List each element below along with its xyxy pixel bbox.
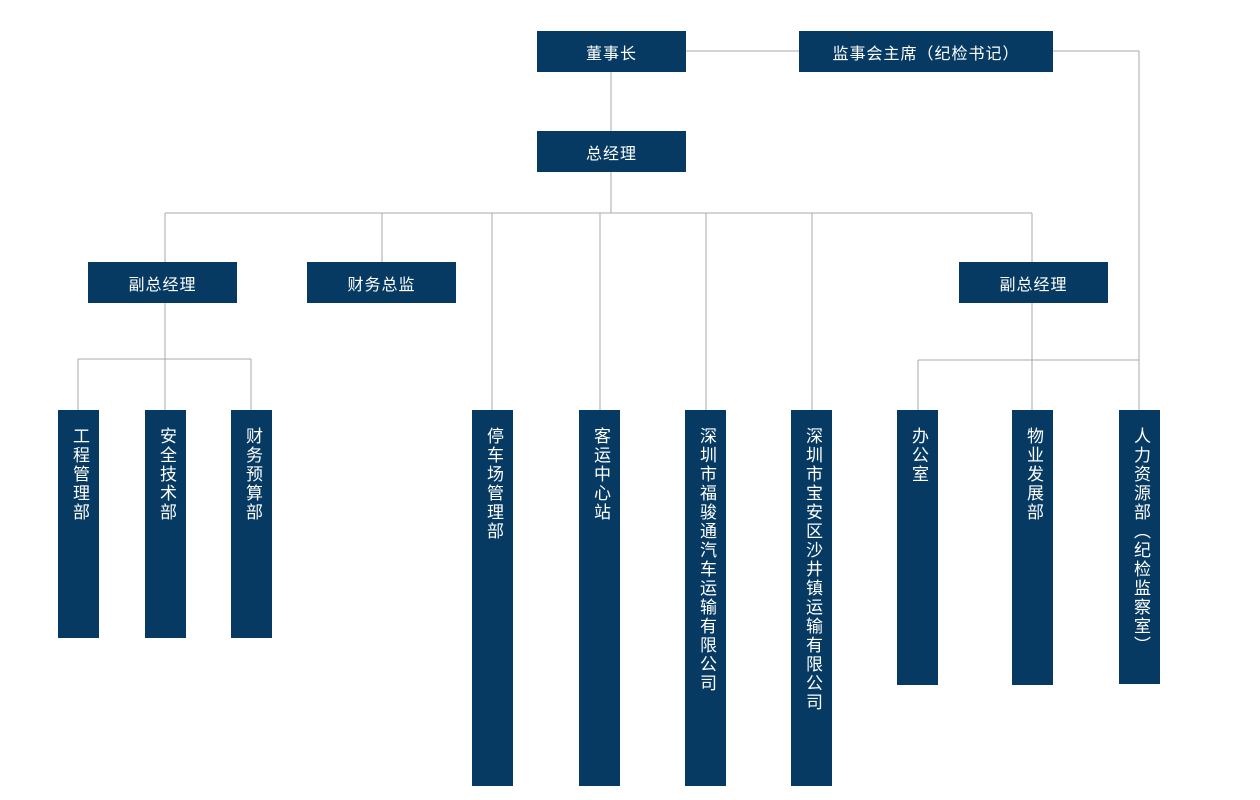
dept-hr-label: 人力资源部（纪检监察室）: [1130, 427, 1150, 655]
deputy-gm-left-box: 副总经理: [88, 262, 237, 303]
finance-director-label: 财务总监: [347, 274, 416, 294]
dept-engineering-label: 工程管理部: [69, 427, 89, 522]
general-manager-label: 总经理: [585, 143, 637, 163]
dept-shajing-company-label: 深圳市宝安区沙井镇运输有限公司: [802, 427, 822, 712]
deputy-gm-left-label: 副总经理: [128, 274, 197, 294]
chairman-label: 董事长: [585, 43, 637, 63]
finance-director-box: 财务总监: [307, 262, 456, 303]
supervisory-chair-box: 监事会主席（纪检书记）: [799, 31, 1053, 72]
dept-passenger-center-box: 客运中心站: [579, 410, 620, 786]
dept-fujun-company-box: 深圳市福骏通汽车运输有限公司: [685, 410, 726, 786]
chairman-box: 董事长: [537, 31, 686, 72]
dept-office-box: 办公室: [897, 410, 938, 685]
dept-fujun-company-label: 深圳市福骏通汽车运输有限公司: [696, 427, 716, 693]
dept-hr-box: 人力资源部（纪检监察室）: [1119, 410, 1160, 684]
deputy-gm-right-label: 副总经理: [999, 274, 1068, 294]
dept-property-label: 物业发展部: [1023, 427, 1043, 522]
dept-budget-label: 财务预算部: [242, 427, 262, 522]
supervisory-chair-label: 监事会主席（纪检书记）: [832, 43, 1020, 63]
dept-property-box: 物业发展部: [1012, 410, 1053, 685]
dept-shajing-company-box: 深圳市宝安区沙井镇运输有限公司: [791, 410, 832, 786]
dept-budget-box: 财务预算部: [231, 410, 272, 638]
dept-safety-box: 安全技术部: [145, 410, 186, 638]
dept-passenger-center-label: 客运中心站: [590, 427, 610, 522]
dept-office-label: 办公室: [908, 427, 928, 484]
dept-parking-label: 停车场管理部: [483, 427, 503, 541]
deputy-gm-right-box: 副总经理: [959, 262, 1108, 303]
general-manager-box: 总经理: [537, 131, 686, 172]
dept-engineering-box: 工程管理部: [58, 410, 99, 638]
dept-safety-label: 安全技术部: [156, 427, 176, 522]
dept-parking-box: 停车场管理部: [472, 410, 513, 786]
